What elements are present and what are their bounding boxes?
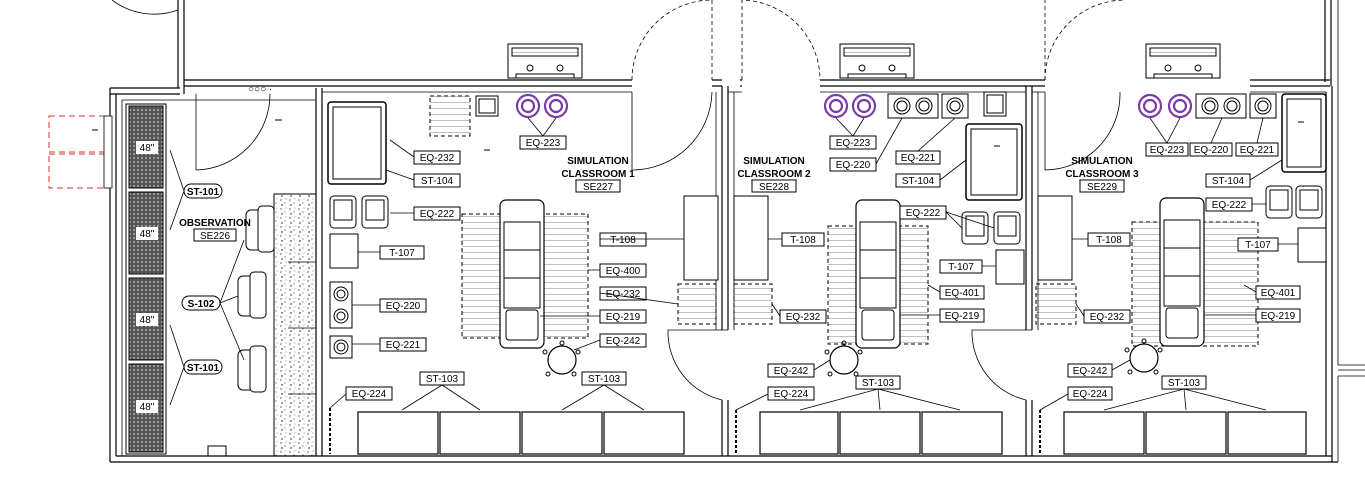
equipment-tag: EQ-242: [774, 366, 809, 377]
panel-label: 48": [140, 229, 155, 240]
room-number: SE227: [583, 182, 613, 193]
observation-counter: [273, 193, 317, 457]
equipment-tag: EQ-221: [386, 340, 421, 351]
equipment-tag: EQ-223: [526, 138, 561, 149]
room-name-line2: CLASSROOM 2: [737, 169, 811, 180]
panel-label: 48": [140, 143, 155, 154]
observation-chair: [237, 271, 267, 319]
classroom-3: SIMULATION CLASSROOM 3 SE229 EQ-223 EQ-2…: [971, 0, 1327, 455]
classroom-2: SIMULATION CLASSROOM 2 SE228 EQ-223 EQ-2…: [667, 0, 1025, 455]
equipment-tag: ST-103: [426, 374, 459, 385]
equipment-tag: EQ-219: [945, 311, 980, 322]
sink-unit: [1145, 43, 1221, 79]
equipment-tag: EQ-220: [1194, 145, 1229, 156]
equipment-tag: T-107: [389, 248, 415, 259]
equipment-tag: EQ-223: [836, 138, 871, 149]
equipment-tag: EQ-242: [1073, 366, 1108, 377]
sink-unit: [839, 43, 915, 79]
room-name-line2: CLASSROOM 1: [561, 169, 635, 180]
pill-tag: ST-101: [187, 187, 220, 198]
observation-chair: [237, 345, 267, 393]
equipment-tag: EQ-242: [606, 336, 641, 347]
equipment-tag: EQ-219: [606, 312, 641, 323]
equipment-tag: EQ-220: [836, 160, 871, 171]
door-swing-top-left: ○○○ ·: [111, 0, 282, 171]
panel-label: 48": [140, 402, 155, 413]
equipment-tag: EQ-222: [1212, 200, 1247, 211]
equipment-tag: T-108: [790, 235, 816, 246]
equipment-tag: T-107: [948, 262, 974, 273]
room-name-line1: SIMULATION: [1071, 156, 1132, 167]
equipment-tag: T-107: [1245, 240, 1271, 251]
equipment-tag: T-108: [610, 235, 636, 246]
equipment-tag: EQ-224: [1073, 389, 1108, 400]
equipment-tag: ST-103: [588, 374, 621, 385]
equipment-tag: EQ-224: [352, 389, 387, 400]
equipment-tag: ST-103: [1168, 378, 1201, 389]
room-number: SE226: [200, 231, 230, 242]
room-name-line2: CLASSROOM 3: [1065, 169, 1139, 180]
pill-tag: S-102: [188, 299, 215, 310]
room-name-line1: SIMULATION: [567, 156, 628, 167]
equipment-tag: ST-104: [421, 176, 454, 187]
equipment-tag: EQ-219: [1261, 311, 1296, 322]
equipment-tag: EQ-221: [901, 153, 936, 164]
panel-label: 48": [140, 315, 155, 326]
equipment-tag: EQ-232: [786, 312, 821, 323]
equipment-tag: EQ-232: [606, 289, 641, 300]
pill-tag: ST-101: [187, 363, 220, 374]
equipment-tag: EQ-401: [945, 288, 980, 299]
equipment-tag: EQ-401: [1261, 288, 1296, 299]
sink-unit: [507, 43, 583, 79]
equipment-tag: EQ-400: [606, 266, 641, 277]
equipment-tag: EQ-220: [386, 301, 421, 312]
equipment-tag: ST-104: [1212, 176, 1245, 187]
room-name-line1: SIMULATION: [743, 156, 804, 167]
classroom-1: SIMULATION CLASSROOM 1 SE227 EQ-232 ST-1…: [327, 0, 719, 455]
room-number: SE229: [1087, 182, 1117, 193]
observation-room: 48" 48" 48" 48" OBSERVATION: [125, 103, 317, 457]
equipment-tag: EQ-223: [1150, 145, 1185, 156]
equipment-tag: EQ-222: [906, 208, 941, 219]
equipment-tag: EQ-224: [774, 389, 809, 400]
equipment-tag: T-108: [1096, 235, 1122, 246]
equipment-tag: EQ-232: [1090, 312, 1125, 323]
equipment-tag: ST-103: [862, 378, 895, 389]
equipment-tag: EQ-221: [1240, 145, 1275, 156]
window-openings: [48, 115, 113, 189]
observation-chair: [245, 205, 275, 253]
equipment-tag: EQ-222: [420, 209, 455, 220]
equipment-tag: EQ-232: [420, 153, 455, 164]
room-name: OBSERVATION: [179, 218, 251, 229]
ceiling-mark: ○○○ ·: [248, 84, 272, 95]
room-number: SE228: [759, 182, 789, 193]
equipment-tag: ST-104: [902, 176, 935, 187]
